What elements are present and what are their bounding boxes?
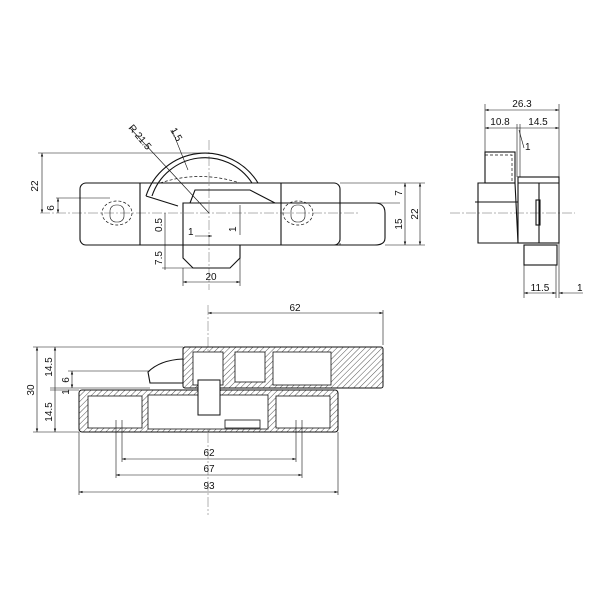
dim-15: 15 xyxy=(394,218,405,230)
side-view: 26.3 10.8 14.5 1 11.5 1 xyxy=(450,99,583,298)
dim-1-v: 1 xyxy=(228,226,239,232)
dim-62-bottom: 62 xyxy=(203,448,215,459)
top-view: 22 6 R 21.5 1.5 0.5 7.5 20 1 1 7 15 22 xyxy=(30,123,425,290)
lever-arc xyxy=(145,152,259,197)
dim-7: 7 xyxy=(394,190,405,196)
dim-62-top: 62 xyxy=(289,303,301,314)
dim-7-5: 7.5 xyxy=(154,251,165,265)
dim-1-front: 1 xyxy=(61,389,72,395)
dim-1-5: 1.5 xyxy=(167,126,184,144)
dim-93: 93 xyxy=(203,481,215,492)
dim-11-5: 11.5 xyxy=(531,283,550,294)
dim-10-8: 10.8 xyxy=(490,117,510,128)
dim-6-front: 6 xyxy=(61,377,72,383)
dim-14-5-lower: 14.5 xyxy=(44,402,55,422)
dim-67: 67 xyxy=(203,464,215,475)
dim-14-5-side: 14.5 xyxy=(528,117,548,128)
dim-22-right: 22 xyxy=(410,208,421,220)
dim-26-3: 26.3 xyxy=(512,99,532,110)
dim-6: 6 xyxy=(46,205,57,211)
dim-14-5-upper: 14.5 xyxy=(44,357,55,377)
dim-30: 30 xyxy=(26,384,37,396)
lug xyxy=(182,245,241,269)
dim-22-left: 22 xyxy=(30,180,41,192)
dim-0-5: 0.5 xyxy=(154,218,165,232)
dim-1-side: 1 xyxy=(525,142,531,153)
front-view: 62 30 14.5 14.5 6 1 62 67 93 xyxy=(26,303,384,515)
dim-1-h: 1 xyxy=(188,227,194,238)
dim-20: 20 xyxy=(205,272,217,283)
dim-1-bottom: 1 xyxy=(577,283,583,294)
dim-radius: R 21.5 xyxy=(126,123,154,153)
